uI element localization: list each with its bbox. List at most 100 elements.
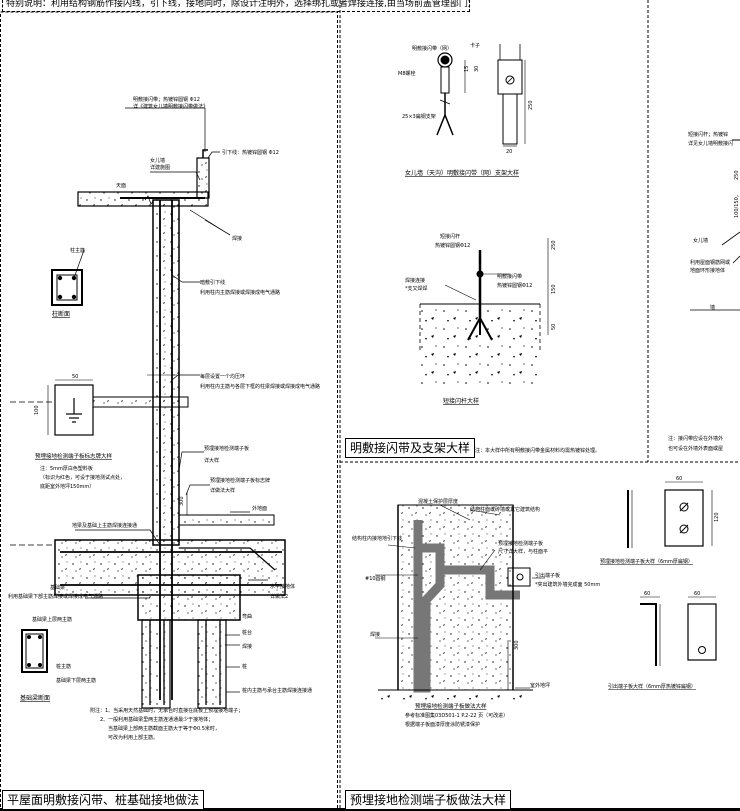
svg-text:地梁及基础上主筋焊接连接通: 地梁及基础上主筋焊接连接通 [72,522,137,529]
svg-text:详见女儿墙明敷接闪: 详见女儿墙明敷接闪 [688,140,733,147]
svg-text:预埋接地检测端子板标志牌: 预埋接地检测端子板标志牌 [210,477,270,484]
svg-text:60: 60 [676,476,682,482]
svg-text:详大样: 详大样 [204,457,219,464]
svg-text:弯曲: 弯曲 [242,613,252,620]
svg-text:利用柱内主筋焊接或焊接成电气通路: 利用柱内主筋焊接或焊接成电气通路 [200,289,280,296]
pile-2 [197,619,227,709]
svg-text:注：5mm厚白色塑料板: 注：5mm厚白色塑料板 [40,465,93,472]
svg-text:*支又焊焊: *支又焊焊 [405,285,428,292]
svg-text:尺寸详大样，与柱面平: 尺寸详大样，与柱面平 [498,548,548,555]
svg-text:50: 50 [72,374,78,380]
svg-text:（标识为红色，可设于接地测试点处，: （标识为红色，可设于接地测试点处， [40,474,125,481]
svg-text:结构柱面或砖墙或其它建筑结构: 结构柱面或砖墙或其它建筑结构 [470,506,540,513]
svg-text:详做法2: 详做法2 [270,593,288,600]
ground-slab [178,514,275,526]
svg-text:引下线：热镀锌圆钢 Φ12: 引下线：热镀锌圆钢 Φ12 [222,149,279,156]
svg-text:预埋接地检测端子板: 预埋接地检测端子板 [498,540,543,547]
svg-text:250: 250 [528,100,534,110]
svg-text:基础梁断面: 基础梁断面 [20,694,50,702]
left-panel-text: 明敷接闪带；热镀锌圆钢 Φ12 详《建筑女儿墙明敷接闪带做法》 引下线：热镀锌圆… [8,96,320,741]
svg-text:焊接: 焊接 [370,631,380,638]
svg-text:300: 300 [514,640,520,650]
svg-text:M8螺栓: M8螺栓 [398,70,416,77]
rod-soil [420,304,540,384]
svg-text:卡子: 卡子 [470,42,480,49]
svg-text:可改为利用上部主筋。: 可改为利用上部主筋。 [108,734,158,741]
pile-cap [137,574,241,621]
left-panel-title: 平屋面明敷接闪带、桩基础接地做法 [2,790,205,810]
svg-text:100: 100 [34,405,40,415]
svg-text:预埋接地检测端子板标志牌大样: 预埋接地检测端子板标志牌大样 [35,452,113,460]
svg-text:暗敷引下线: 暗敷引下线 [200,279,225,286]
svg-text:预埋接地检测端子板: 预埋接地检测端子板 [204,445,249,452]
column-body [152,199,180,546]
svg-text:墙: 墙 [710,304,715,311]
svg-text:250: 250 [551,240,557,250]
svg-text:明敷接闪带: 明敷接闪带 [497,273,522,280]
mid-bottom-drawing [375,481,717,693]
svg-text:详做法大样: 详做法大样 [210,487,235,494]
mid-bottom-text: 混凝土保护层厚度 结构柱面或砖墙或其它建筑结构 结构柱内接地地引下线 预埋接地检… [352,476,720,728]
svg-text:预埋接地检测端子板做法大样: 预埋接地检测端子板做法大样 [415,702,487,710]
svg-text:利用屋面钢筋网或: 利用屋面钢筋网或 [690,259,730,266]
svg-text:20: 20 [506,149,512,155]
svg-text:参考标准图集03D501-1 P.2-22 页（可改进）: 参考标准图集03D501-1 P.2-22 页（可改进） [405,712,508,719]
right-panel-text: 短接闪杆；热镀锌 详见女儿墙明敷接闪 250 100/150， 女儿墙 利用屋面… [668,131,740,452]
svg-text:附注：1、当采用天然基础时，无承台时直接在底板上预埋接地端子: 附注：1、当采用天然基础时，无承台时直接在底板上预埋接地端子； [90,707,243,714]
svg-text:桩: 桩 [242,663,247,670]
svg-text:根据端子板面漆厚度涂防锈漆保护: 根据端子板面漆厚度涂防锈漆保护 [405,721,480,728]
svg-text:15: 15 [464,66,470,72]
svg-text:混凝土保护层厚度: 混凝土保护层厚度 [418,498,458,505]
svg-text:详建施图: 详建施图 [150,164,170,171]
svg-text:热镀锌圆钢Φ12: 热镀锌圆钢Φ12 [497,282,532,289]
svg-text:60: 60 [694,591,700,597]
svg-text:短接闪杆大样: 短接闪杆大样 [443,397,479,405]
svg-text:详《建筑女儿墙明敷接闪带做法》: 详《建筑女儿墙明敷接闪带做法》 [133,103,208,110]
svg-text:地面环形接地体: 地面环形接地体 [690,267,725,274]
svg-text:女儿墙: 女儿墙 [693,237,708,244]
svg-text:焊接: 焊接 [242,643,252,650]
svg-text:明敷接闪带（网）: 明敷接闪带（网） [412,45,452,52]
svg-text:25×3扁钢支架: 25×3扁钢支架 [402,113,436,120]
svg-text:引出端子板: 引出端子板 [535,572,560,579]
svg-text:桩台: 桩台 [242,629,252,636]
svg-text:水平接地体: 水平接地体 [270,583,295,590]
svg-text:短接闪杆: 短接闪杆 [440,233,460,240]
svg-text:*突出建筑外墙完成面 50mm: *突出建筑外墙完成面 50mm [535,581,600,588]
svg-text:120: 120 [714,512,720,522]
svg-text:热镀锌圆钢Φ12: 热镀锌圆钢Φ12 [435,242,470,249]
svg-text:天面: 天面 [116,183,126,189]
svg-text:明敷接闪带；热镀锌圆钢 Φ12: 明敷接闪带；热镀锌圆钢 Φ12 [133,96,200,103]
svg-text:当基础梁上部两主筋截面主筋大于等于Φ0.5米时，: 当基础梁上部两主筋截面主筋大于等于Φ0.5米时， [108,725,220,732]
svg-text:150: 150 [551,284,557,294]
svg-text:50: 50 [551,324,557,330]
svg-text:外地面: 外地面 [252,505,267,512]
svg-text:60: 60 [644,591,650,597]
svg-text:引出端子板大样（6mm厚热镀锌扁钢）: 引出端子板大样（6mm厚热镀锌扁钢） [608,683,696,690]
svg-text:桩内主筋与承台主筋焊接连接通: 桩内主筋与承台主筋焊接连接通 [242,687,312,694]
svg-text:基础梁: 基础梁 [50,584,65,591]
svg-text:焊接: 焊接 [232,235,242,242]
svg-text:室外地坪: 室外地坪 [530,682,550,689]
svg-text:附注：本大样中所有明敷接闪带金属材料均需热镀锌处理。: 附注：本大样中所有明敷接闪带金属材料均需热镀锌处理。 [470,447,600,454]
svg-text:100/150，: 100/150， [734,192,740,218]
downlead-line [202,149,208,158]
svg-text:注：接闪带应设在外墙外: 注：接闪带应设在外墙外 [668,435,723,442]
svg-text:2、一般利用基础梁里两主筋连通通最少于接地体；: 2、一般利用基础梁里两主筋连通通最少于接地体； [100,716,213,723]
svg-text:每层设置一个均压环: 每层设置一个均压环 [200,373,245,380]
svg-text:#10圆钢: #10圆钢 [365,575,386,582]
svg-text:利用柱内主筋与各层下框的柱梁焊接或焊接成电气通路: 利用柱内主筋与各层下框的柱梁焊接或焊接成电气通路 [200,383,320,390]
svg-text:桩主筋: 桩主筋 [56,663,71,670]
svg-text:柱断面: 柱断面 [52,310,70,318]
svg-text:焊接连接: 焊接连接 [405,277,425,284]
svg-text:30: 30 [474,66,480,72]
right-panel-drawing [690,139,740,311]
svg-text:底距室外地坪150mm）: 底距室外地坪150mm） [40,483,94,490]
pile-1 [141,619,171,709]
left-panel-drawing [10,107,286,709]
svg-text:预埋接地检测端子板大样（6mm厚扁钢）: 预埋接地检测端子板大样（6mm厚扁钢） [600,558,693,565]
svg-text:也可设在外墙外表面或屋: 也可设在外墙外表面或屋 [668,445,723,452]
mid-top-text: 明敷接闪带（网） 卡子 M8螺栓 25×3扁钢支架 15 30 250 20 女… [398,42,600,454]
